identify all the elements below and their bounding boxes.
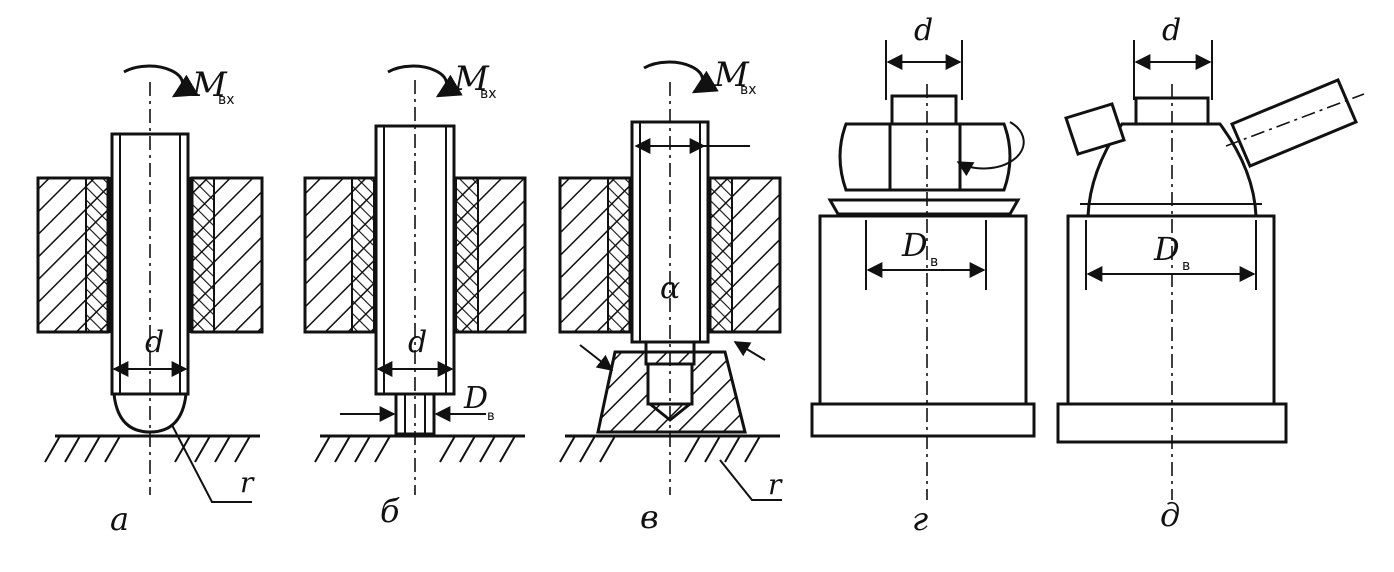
bushing-left <box>85 177 111 333</box>
hex-nut <box>838 122 1012 192</box>
caption-a: а <box>110 500 129 538</box>
housing <box>1066 214 1276 406</box>
bushing-left <box>607 177 631 333</box>
bore-label: D <box>901 226 928 264</box>
handle-left <box>1064 102 1126 156</box>
panel-v: M вх α r в <box>558 55 783 536</box>
diameter-label: d <box>145 325 164 360</box>
torque-subscript: вх <box>218 92 235 108</box>
handle-right <box>1230 78 1358 168</box>
panel-g: d D в г <box>810 13 1036 538</box>
caption-d: д <box>1160 496 1180 534</box>
caption-b: б <box>380 492 400 530</box>
torque-arrow <box>643 60 719 94</box>
torque-subscript: вх <box>740 82 757 98</box>
radius-label: r <box>768 468 783 501</box>
torque-label: M <box>191 65 228 105</box>
cone-arrow-right <box>733 341 766 361</box>
bore-subscript: в <box>487 409 495 424</box>
panel-a: M вх d r а <box>36 64 264 538</box>
panel-b: M вх d D в б <box>303 59 527 530</box>
panel-d: d D в д <box>1056 13 1365 534</box>
bore-subscript: в <box>1182 258 1190 274</box>
bore-label: D <box>1153 230 1180 268</box>
bushing-right <box>189 177 215 333</box>
caption-g: г <box>912 500 928 538</box>
caption-v: в <box>640 498 659 536</box>
housing <box>818 214 1028 406</box>
torque-subscript: вх <box>480 86 497 102</box>
cone-arrow-left <box>579 344 614 371</box>
bushing-right <box>455 177 479 333</box>
bore-subscript: в <box>930 254 938 270</box>
diameter-label: d <box>914 13 933 48</box>
bushing-left <box>351 177 375 333</box>
bushing-right <box>709 177 733 333</box>
torque-label: M <box>453 59 490 99</box>
diameter-label: d <box>408 325 427 360</box>
rotation-arrow <box>956 121 1025 177</box>
washer <box>827 198 1021 216</box>
angle-label: α <box>660 271 680 306</box>
rounded-tip <box>112 393 188 434</box>
bore-label: D <box>463 381 488 416</box>
diameter-label: d <box>1162 13 1181 48</box>
torque-arrow <box>387 64 463 98</box>
torque-label: M <box>713 55 750 95</box>
torque-arrow <box>123 64 199 98</box>
bolt-end <box>890 94 958 126</box>
radius-label: r <box>240 466 255 499</box>
base-flange <box>810 402 1036 438</box>
radius-leader <box>171 424 252 503</box>
radius-leader <box>719 459 782 501</box>
